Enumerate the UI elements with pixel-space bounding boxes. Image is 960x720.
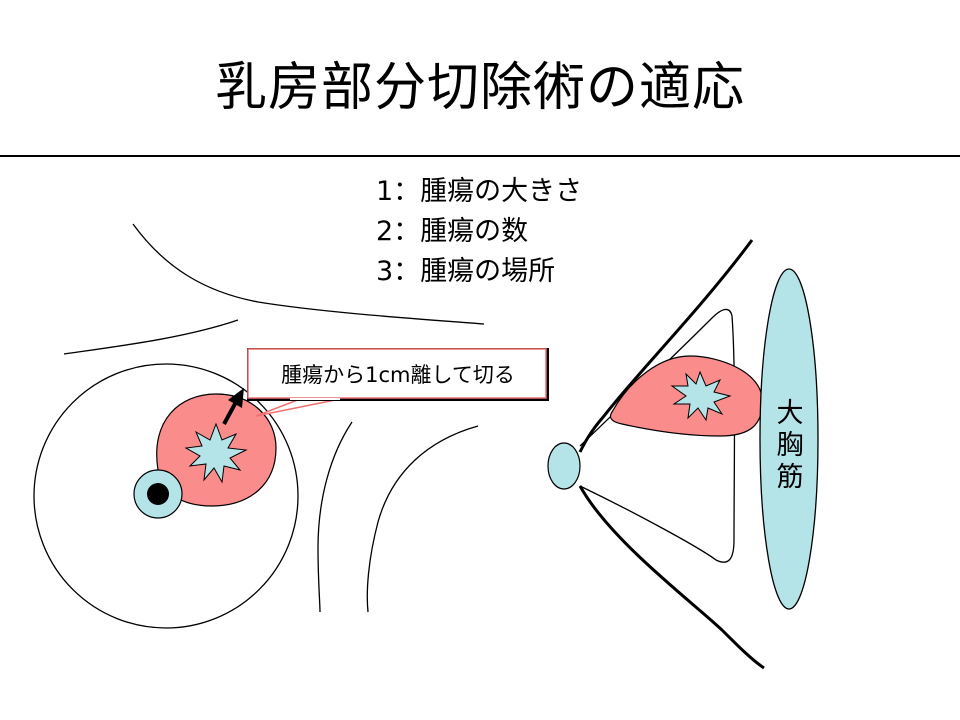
callout-text: 腫瘍から1cm離して切る	[281, 363, 515, 387]
page-title: 乳房部分切除術の適応	[214, 58, 745, 118]
criterion-size: 1：腫瘍の大きさ	[376, 176, 583, 207]
criterion-count: 2：腫瘍の数	[376, 216, 529, 247]
pectoral-muscle-label: 大 胸 筋	[770, 398, 810, 494]
breast-outline-front	[33, 363, 299, 629]
callout-pointer	[255, 398, 341, 417]
margin-arrow-shaft	[222, 401, 238, 425]
chest-line	[63, 319, 239, 355]
sternum-line-left	[317, 421, 353, 613]
muscle-label-char-3: 筋	[776, 462, 804, 493]
tumor-icon-side	[670, 370, 732, 422]
callout-box-inner	[247, 348, 547, 399]
criterion-location: 3：腫瘍の場所	[376, 256, 556, 287]
chest-wall-profile	[578, 239, 765, 670]
sternum-line-right	[366, 425, 479, 613]
pectoral-muscle	[759, 268, 819, 610]
muscle-label-char-1: 大	[776, 398, 804, 429]
muscle-label-char-2: 胸	[776, 430, 804, 461]
tumor-icon-front	[184, 422, 248, 484]
axilla-line	[132, 223, 485, 325]
nipple-front	[147, 483, 169, 505]
criteria-list: 1：腫瘍の大きさ 2：腫瘍の数 3：腫瘍の場所	[376, 172, 582, 292]
title-divider	[0, 155, 960, 157]
nipple-side	[547, 442, 581, 490]
margin-arrow-head	[228, 388, 244, 408]
